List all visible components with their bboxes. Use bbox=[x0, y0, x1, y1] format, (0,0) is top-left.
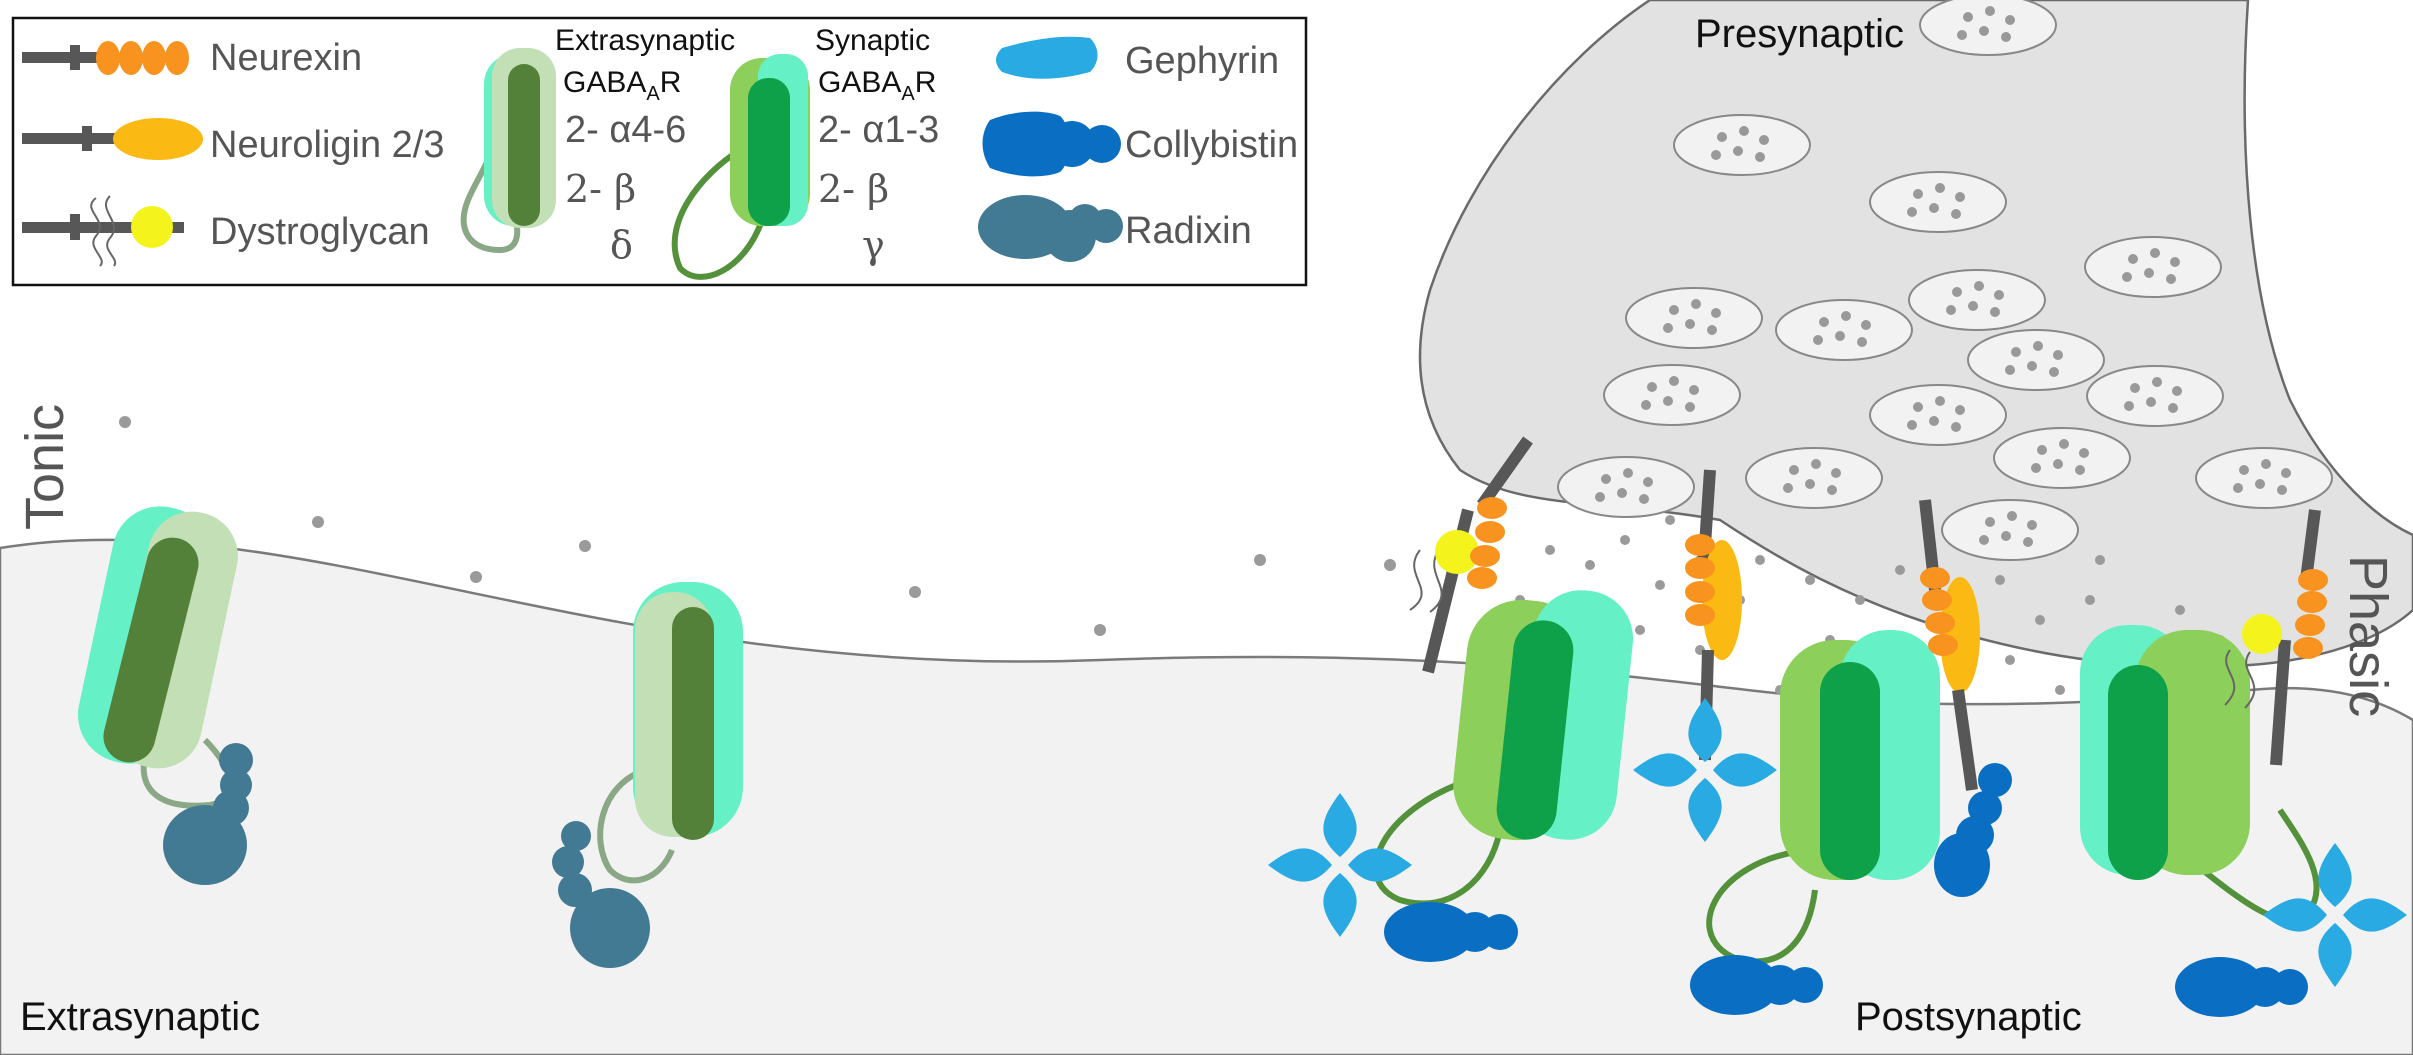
legend-dystroglycan-label: Dystroglycan bbox=[210, 211, 430, 253]
legend-neuroligin-label: Neuroligin 2/3 bbox=[210, 124, 444, 166]
collybistin-2 bbox=[1690, 955, 1823, 1015]
legend-extrasynaptic-sub2: 2- β bbox=[565, 167, 636, 211]
presynaptic-label: Presynaptic bbox=[1695, 12, 1904, 56]
dystroglycan-icon bbox=[22, 195, 184, 267]
postsynaptic-label: Postsynaptic bbox=[1855, 995, 2082, 1039]
legend: Neurexin Neuroligin 2/3 Dystroglycan Ext… bbox=[11, 16, 1308, 287]
collybistin-3 bbox=[2175, 957, 2308, 1017]
legend-synaptic-sub1: 2- α1-3 bbox=[818, 109, 939, 151]
legend-neurexin-label: Neurexin bbox=[210, 37, 362, 79]
collybistin-1 bbox=[1384, 902, 1518, 962]
legend-collybistin-label: Collybistin bbox=[1125, 124, 1298, 166]
neuroligin-icon bbox=[22, 118, 203, 160]
radixin-1 bbox=[163, 743, 253, 885]
radixin-icon bbox=[978, 195, 1123, 262]
legend-gephyrin-label: Gephyrin bbox=[1125, 40, 1279, 82]
neurexin-icon bbox=[22, 41, 189, 75]
synaptic-receptor-icon bbox=[671, 54, 810, 280]
neuroligin-neurexin-complex-1 bbox=[1633, 469, 1777, 842]
synaptic-receptor-3 bbox=[2080, 625, 2407, 1017]
phasic-label: Phasic bbox=[2338, 555, 2398, 717]
neuroligin-neurexin-complex-2 bbox=[1919, 499, 2012, 897]
collybistin-icon bbox=[982, 111, 1121, 177]
extrasynaptic-label: Extrasynaptic bbox=[20, 995, 260, 1039]
gephyrin-icon bbox=[996, 36, 1098, 79]
extrasynaptic-receptor-1 bbox=[77, 506, 253, 885]
legend-extrasynaptic-sub1: 2- α4-6 bbox=[565, 109, 686, 151]
extrasynaptic-receptor-2 bbox=[552, 582, 743, 968]
legend-radixin-label: Radixin bbox=[1125, 210, 1252, 252]
radixin-2 bbox=[552, 821, 650, 968]
tonic-label: Tonic bbox=[15, 404, 75, 530]
legend-synaptic-title: Synaptic bbox=[815, 24, 930, 57]
ambient-gaba-dots bbox=[119, 416, 1396, 636]
legend-extrasynaptic-sub3: δ bbox=[610, 223, 633, 267]
dystroglycan-neurexin-complex-1 bbox=[1409, 436, 1533, 674]
collybistin-4 bbox=[1934, 763, 2012, 897]
synaptic-receptor-1 bbox=[1268, 590, 1634, 962]
legend-extrasynaptic-title: Extrasynaptic bbox=[555, 24, 735, 57]
presynaptic-terminal bbox=[1418, 0, 2413, 669]
legend-synaptic-sub3: γ bbox=[862, 223, 885, 267]
legend-synaptic-sub2: 2- β bbox=[818, 167, 889, 211]
synaptic-receptor-2 bbox=[1690, 630, 1940, 1015]
dystroglycan-neurexin-complex-2 bbox=[2224, 509, 2328, 766]
legend-extrasynaptic-gaba: GABAAR bbox=[563, 66, 681, 105]
legend-synaptic-gaba: GABAAR bbox=[818, 66, 936, 105]
extrasynaptic-receptor-icon bbox=[460, 48, 556, 254]
